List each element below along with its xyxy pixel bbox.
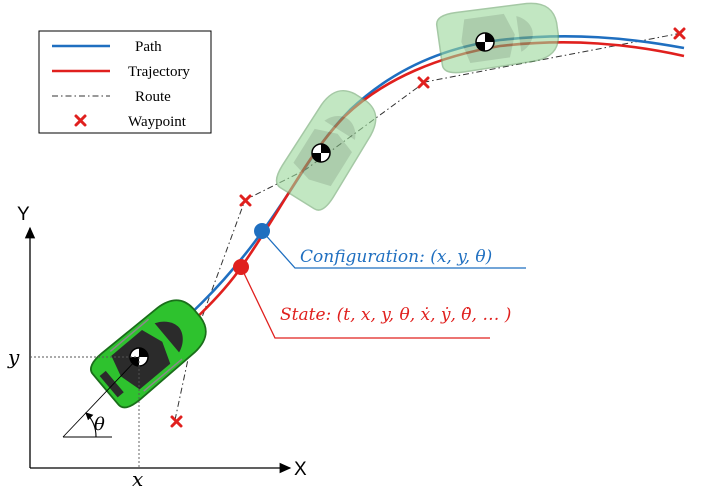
- waypoint-cross-icon: [170, 415, 183, 428]
- legend-trajectory-label: Trajectory: [128, 64, 190, 80]
- ghost-car-icon: [434, 0, 563, 76]
- y-axis-label: Y: [17, 204, 30, 225]
- legend-path-label: Path: [135, 39, 162, 55]
- configuration-leader-line: [261, 230, 526, 269]
- legend-waypoint-icon: [74, 114, 87, 127]
- configuration-label: Configuration: (x, y, θ): [300, 247, 492, 267]
- x-axis-label: X: [294, 459, 307, 480]
- heading-line: [62, 356, 140, 438]
- waypoint-cross-icon: [673, 27, 686, 40]
- x-variable-label: x: [132, 467, 143, 491]
- heading-angle-arc: [85, 412, 97, 438]
- y-variable-label: y: [7, 345, 20, 369]
- state-leader-line: [240, 266, 490, 339]
- waypoint-cross-icon: [239, 194, 252, 207]
- legend-route-label: Route: [135, 89, 171, 105]
- waypoint-cross-icon: [417, 76, 430, 89]
- center-of-mass-icon: [311, 143, 331, 163]
- route-line: [174, 32, 683, 421]
- state-label: State: (t, x, y, θ, ẋ, ẏ, θ̇, … ): [280, 305, 511, 325]
- legend: Path Trajectory Route Waypoint: [38, 30, 212, 134]
- heading-angle-label: θ: [94, 414, 105, 435]
- center-of-mass-icon: [475, 32, 495, 52]
- legend-waypoint-label: Waypoint: [128, 114, 187, 130]
